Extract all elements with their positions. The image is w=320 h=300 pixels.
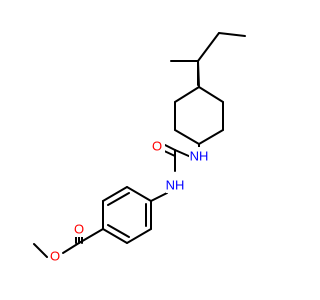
bond-ring-c5-c4	[174, 86, 200, 103]
o-ester-single-label: O	[50, 249, 60, 264]
label-bg-o-urea	[151, 138, 165, 154]
label-bg-nh-aryl	[166, 177, 186, 193]
nh-aryl-label: NH	[166, 178, 185, 193]
label-bg-nh-cyclohexyl	[189, 147, 209, 165]
bond-benz-1-2	[126, 186, 152, 202]
label-bg-o-ester-single	[48, 248, 62, 264]
bond-ethyl-ch2-cq	[197, 32, 220, 62]
bond-benz-5-6	[126, 228, 152, 244]
bond-ring-c4-c3	[198, 86, 224, 103]
o-ester-carbonyl-label: O	[74, 222, 84, 237]
bond-ring-c2-c1	[198, 129, 224, 145]
bond-ethyl-ch3-ch2	[218, 32, 246, 37]
structure-canvas: NH O NH O O	[33, 32, 246, 264]
bond-benz-inner-b	[107, 224, 130, 238]
bond-benz-4-5	[102, 228, 128, 244]
bond-nh-aryl	[150, 192, 168, 202]
bonds	[33, 32, 246, 258]
molecule-diagram: NH O NH O O	[33, 32, 246, 264]
bond-cq-ring	[197, 60, 200, 88]
bond-benz-inner-a	[107, 192, 130, 206]
bond-benz-2-3	[102, 186, 128, 202]
nh-cyclohexyl-label: NH	[190, 149, 209, 164]
bond-nh-urea-c	[174, 149, 192, 158]
o-urea-carbonyl-label: O	[152, 139, 162, 154]
bond-ring-c1-c6	[174, 129, 200, 145]
bond-ester-o-methyl	[33, 243, 48, 258]
label-bg-o-ester-carbonyl	[72, 221, 86, 237]
atom-labels: NH O NH O O	[48, 138, 209, 264]
bond-ester-c-o-single	[62, 242, 80, 254]
